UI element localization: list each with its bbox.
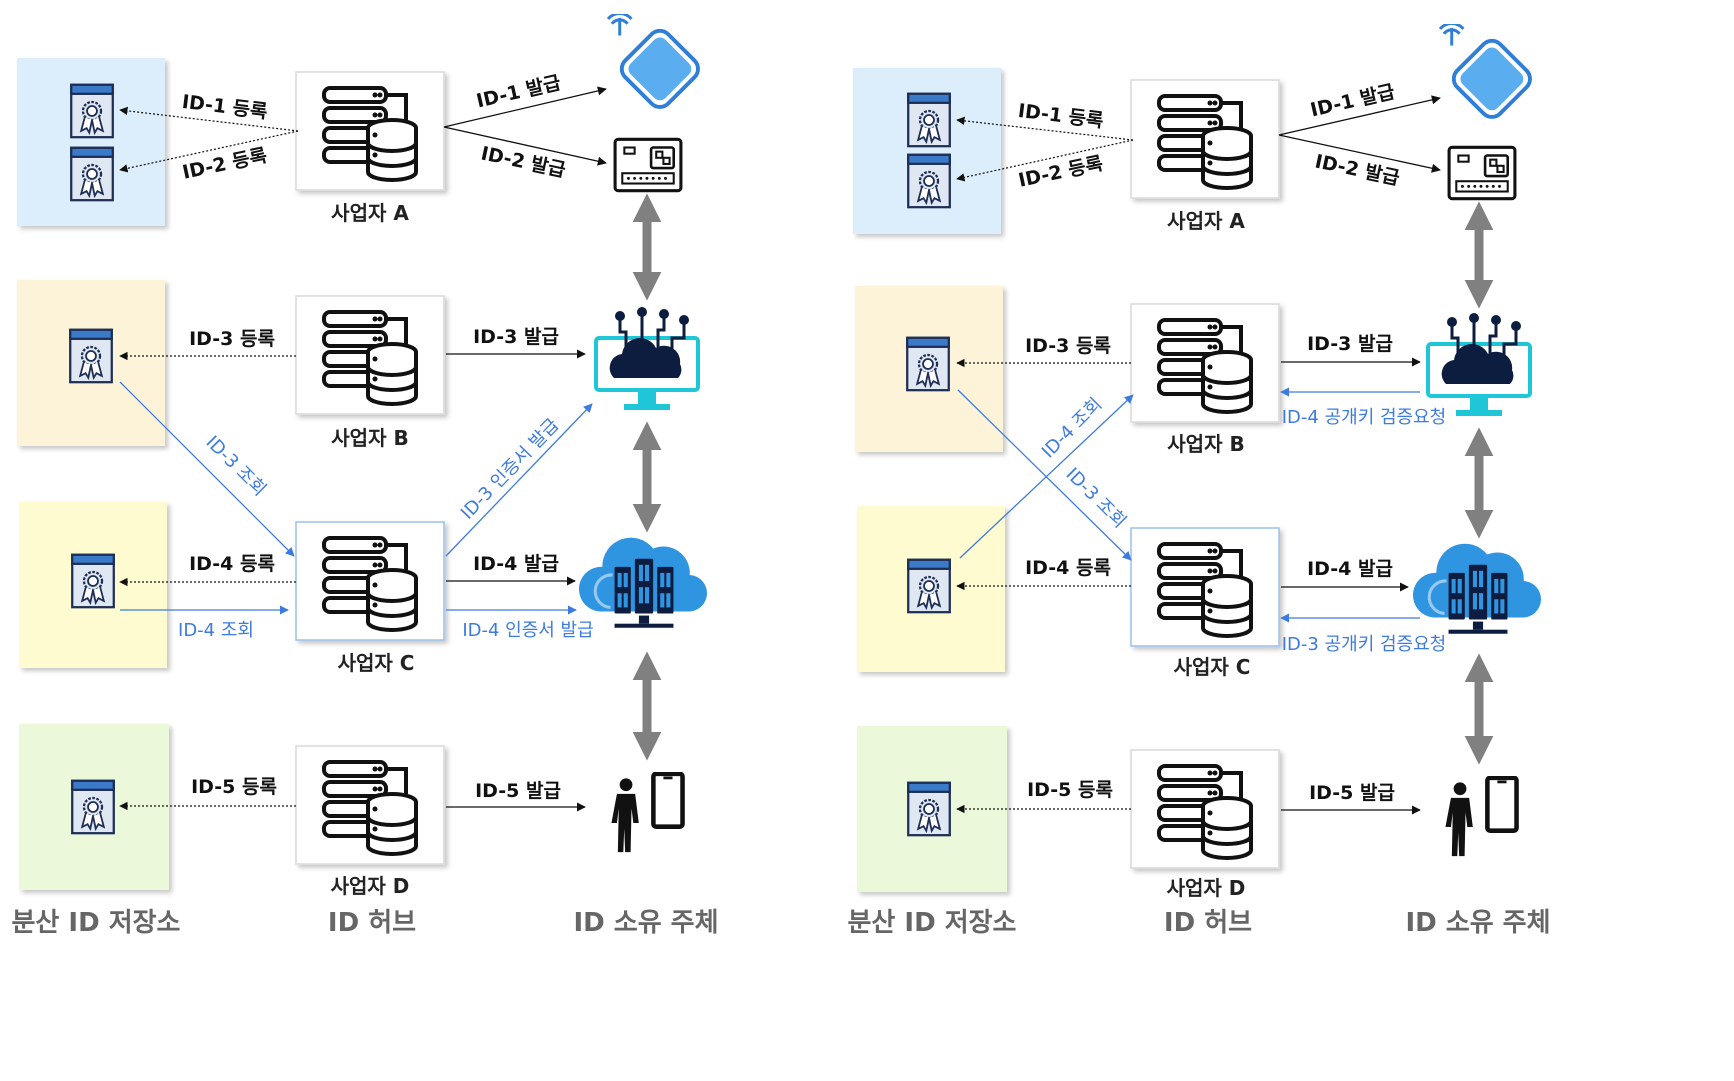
label-id5-register: ID-5 등록: [191, 776, 277, 798]
column-title-hub: ID 허브: [328, 908, 416, 938]
did-document-icon: [906, 336, 950, 392]
label-id4-cert: ID-4 인증서 발급: [462, 620, 593, 641]
label-id5-issue: ID-5 발급: [475, 780, 561, 802]
arrow-id3-lookup: [119, 381, 295, 557]
server-name-c: 사업자 C: [1174, 655, 1251, 679]
arrow-id2-issue: [1278, 134, 1441, 173]
person-phone-icon: [1445, 778, 1516, 856]
server-name-a: 사업자 A: [1167, 209, 1245, 233]
server-name-b: 사업자 B: [1167, 432, 1244, 456]
label-id2-issue: ID-2 발급: [479, 142, 568, 181]
server-name-a: 사업자 A: [331, 201, 409, 225]
did-document-icon: [907, 558, 951, 614]
monitor-cloud-icon: [596, 307, 698, 410]
arrow-id1-register: [956, 116, 1134, 141]
label-id2-register: ID-2 등록: [180, 144, 269, 183]
column-title-store: 분산 ID 저장소: [848, 908, 1017, 938]
label-id3-register: ID-3 등록: [189, 328, 275, 350]
server-name-b: 사업자 B: [331, 426, 408, 450]
label-id3-lookup: ID-3 조회: [202, 432, 271, 501]
did-document-icon: [71, 553, 115, 609]
did-document-icon: [907, 92, 951, 148]
column-title-store: 분산 ID 저장소: [12, 908, 181, 938]
label-id5-register: ID-5 등록: [1027, 779, 1113, 801]
arrow-id3-lookup: [957, 389, 1132, 561]
circuit-board-icon: [1447, 145, 1517, 201]
column-title-hub: ID 허브: [1164, 908, 1252, 938]
server-name-c: 사업자 C: [338, 651, 415, 675]
label-id2-issue: ID-2 발급: [1313, 150, 1402, 189]
label-id1-register: ID-1 등록: [1017, 100, 1105, 132]
monitor-cloud-icon: [1428, 313, 1530, 416]
label-id3-verify: ID-3 공개키 검증요청: [1282, 634, 1446, 655]
iot-router-icon: [606, 14, 704, 112]
label-id3-lookup: ID-3 조회: [1062, 464, 1131, 533]
label-id1-issue: ID-1 발급: [474, 72, 563, 113]
label-id3-issue: ID-3 발급: [473, 326, 559, 348]
did-document-icon: [907, 153, 951, 209]
label-id3-cert: ID-3 인증서 발급: [457, 415, 563, 524]
circuit-board-icon: [613, 137, 683, 193]
left-diagram: 사업자 A 사업자 B 사업자 C 사업자 D ID-1 등록 ID: [12, 14, 719, 938]
did-document-icon: [69, 328, 113, 384]
did-document-icon: [907, 781, 951, 837]
label-id3-issue: ID-3 발급: [1307, 333, 1393, 355]
column-title-owner: ID 소유 주체: [573, 908, 718, 938]
label-id4-verify: ID-4 공개키 검증요청: [1282, 407, 1446, 428]
label-id4-lookup: ID-4 조회: [178, 620, 254, 641]
did-document-icon: [70, 146, 114, 202]
label-id4-issue: ID-4 발급: [473, 553, 559, 575]
label-id5-issue: ID-5 발급: [1309, 782, 1395, 804]
column-title-owner: ID 소유 주체: [1405, 908, 1550, 938]
arrow-id1-register: [119, 106, 299, 132]
did-document-icon: [71, 779, 115, 835]
label-id4-register: ID-4 등록: [189, 553, 275, 575]
arrow-id3-cert: [445, 403, 593, 557]
server-name-d: 사업자 D: [331, 874, 410, 898]
cloud-datacenter-icon: [1412, 542, 1543, 636]
label-id4-register: ID-4 등록: [1025, 557, 1111, 579]
arrow-id2-issue: [443, 126, 607, 166]
arrow-id1-issue: [443, 86, 607, 128]
server-name-d: 사업자 D: [1167, 876, 1246, 900]
label-id1-issue: ID-1 발급: [1308, 81, 1397, 122]
label-id2-register: ID-2 등록: [1016, 152, 1105, 191]
label-id4-issue: ID-4 발급: [1307, 558, 1393, 580]
cloud-datacenter-icon: [578, 536, 709, 630]
person-phone-icon: [611, 774, 682, 852]
arrow-id1-issue: [1278, 95, 1441, 136]
did-document-icon: [70, 83, 114, 139]
label-id3-register: ID-3 등록: [1025, 335, 1111, 357]
iot-router-icon: [1438, 24, 1536, 122]
right-diagram: 사업자 A 사업자 B 사업자 C 사업자 D ID-1 등록 ID: [848, 24, 1551, 938]
